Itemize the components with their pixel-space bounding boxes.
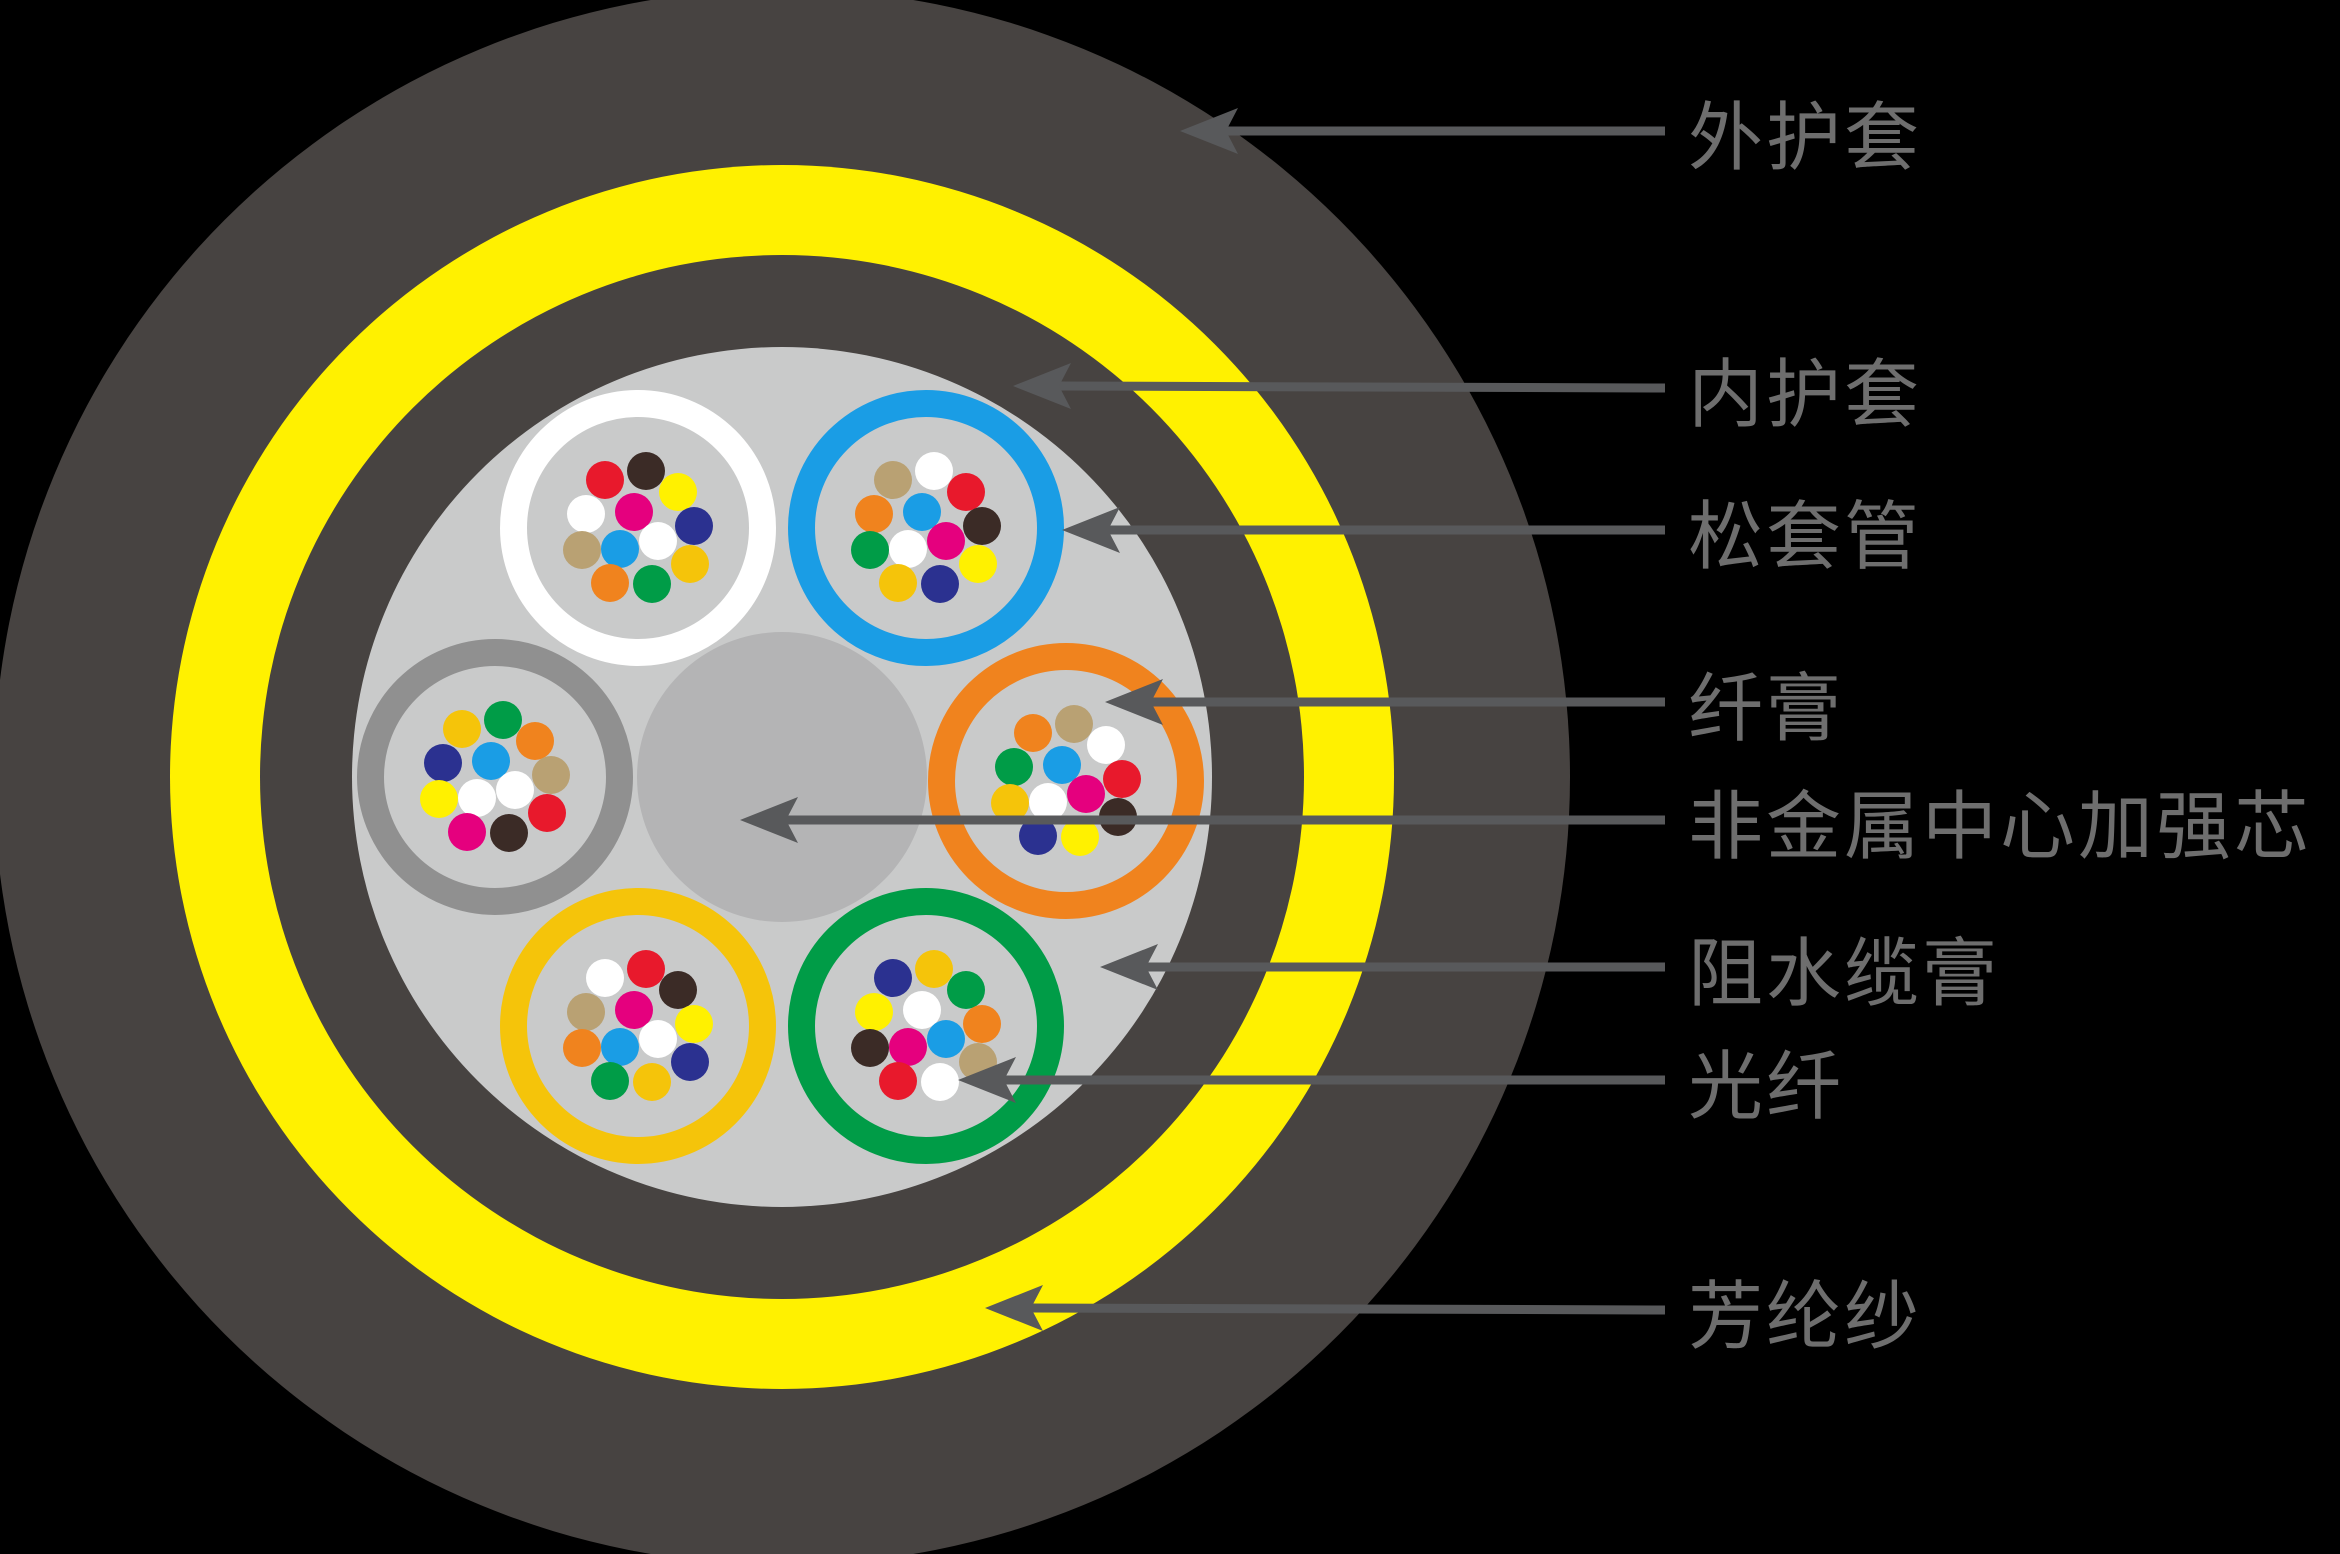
loose-tube-white-fiber-12	[633, 565, 671, 603]
loose-tube-green-fiber-9	[927, 1020, 965, 1058]
loose-tube-blue-fiber-9	[927, 522, 965, 560]
loose-tube-blue-fiber-3	[947, 473, 985, 511]
loose-tube-yellow-fiber-2	[627, 950, 665, 988]
callout-line-aramid-yarn	[1030, 1303, 1666, 1315]
loose-tube-yellow-fiber-5	[615, 991, 653, 1029]
loose-tube-white-fiber-7	[563, 531, 601, 569]
loose-tube-green-fiber-1	[874, 959, 912, 997]
loose-tube-gray-fiber-4	[424, 744, 462, 782]
loose-tube-orange-fiber-11	[1019, 817, 1057, 855]
loose-tube-orange-fiber-2	[1055, 705, 1093, 743]
loose-tube-yellow-fiber-4	[567, 993, 605, 1031]
loose-tube-blue-fiber-11	[879, 564, 917, 602]
loose-tube-gray-fiber-9	[496, 771, 534, 809]
loose-tube-gray-fiber-12	[490, 814, 528, 852]
callout-arrowhead-fiber-gel	[1105, 679, 1163, 725]
callout-line-inner-sheath	[1058, 381, 1666, 393]
loose-tube-orange-fiber-8	[1029, 783, 1067, 821]
loose-tube-white-fiber-10	[671, 545, 709, 583]
loose-tube-white-fiber-8	[601, 530, 639, 568]
loose-tube-orange-fiber-5	[1043, 746, 1081, 784]
callout-arrowhead-optical-fiber	[958, 1057, 1016, 1103]
loose-tube-gray-fiber-7	[420, 780, 458, 818]
loose-tube-white-fiber-1	[586, 461, 624, 499]
callout-arrowhead-loose-tube	[1062, 507, 1120, 553]
loose-tube-gray-fiber-11	[448, 813, 486, 851]
loose-tube-white-fiber-3	[659, 473, 697, 511]
loose-tube-gray-fiber-5	[472, 742, 510, 780]
loose-tube-green-fiber-6	[963, 1005, 1001, 1043]
central-strength-member	[637, 632, 927, 922]
loose-tube-green-fiber-3	[947, 971, 985, 1009]
loose-tube-orange-fiber-3	[1087, 726, 1125, 764]
callout-arrowhead-aramid-yarn	[985, 1285, 1043, 1331]
loose-tube-white-fiber-11	[591, 564, 629, 602]
loose-tube-white-fiber-2	[627, 452, 665, 490]
callout-arrowhead-inner-sheath	[1013, 363, 1071, 409]
loose-tube-green-fiber-11	[879, 1062, 917, 1100]
loose-tube-orange-fiber-12	[1061, 818, 1099, 856]
loose-tube-green-fiber-12	[921, 1063, 959, 1101]
loose-tube-blue-fiber-6	[963, 507, 1001, 545]
loose-tube-blue-fiber-4	[855, 495, 893, 533]
loose-tube-green-fiber-4	[855, 993, 893, 1031]
callout-arrowhead-central-strength-member	[740, 797, 798, 843]
loose-tube-gray-fiber-2	[484, 701, 522, 739]
loose-tube-yellow-fiber-3	[659, 971, 697, 1009]
callout-arrowhead-outer-sheath	[1180, 108, 1238, 154]
callout-arrowhead-water-blocking-gel	[1100, 944, 1158, 990]
loose-tube-gray-fiber-3	[516, 722, 554, 760]
loose-tube-green-fiber-8	[889, 1028, 927, 1066]
loose-tube-yellow-fiber-10	[671, 1043, 709, 1081]
loose-tube-gray-fiber-6	[532, 756, 570, 794]
loose-tube-orange-fiber-6	[1103, 760, 1141, 798]
loose-tube-blue-fiber-7	[851, 531, 889, 569]
loose-tube-blue-fiber-2	[915, 452, 953, 490]
loose-tube-yellow-fiber-7	[563, 1029, 601, 1067]
loose-tube-yellow-fiber-8	[601, 1028, 639, 1066]
loose-tube-blue-fiber-10	[959, 545, 997, 583]
loose-tube-blue-fiber-12	[921, 565, 959, 603]
loose-tube-blue-fiber-1	[874, 461, 912, 499]
loose-tube-gray-fiber-8	[458, 779, 496, 817]
loose-tube-white-fiber-9	[639, 522, 677, 560]
loose-tube-yellow-fiber-6	[675, 1005, 713, 1043]
loose-tube-green-fiber-2	[915, 950, 953, 988]
loose-tube-white-fiber-4	[567, 495, 605, 533]
loose-tube-orange-fiber-9	[1067, 775, 1105, 813]
loose-tube-orange-fiber-7	[991, 784, 1029, 822]
loose-tube-orange-fiber-4	[995, 748, 1033, 786]
loose-tube-blue-fiber-5	[903, 493, 941, 531]
loose-tube-yellow-fiber-11	[591, 1062, 629, 1100]
loose-tube-yellow-fiber-9	[639, 1020, 677, 1058]
loose-tube-yellow-fiber-1	[586, 959, 624, 997]
loose-tube-gray-fiber-10	[528, 794, 566, 832]
loose-tube-white-fiber-6	[675, 507, 713, 545]
loose-tube-green-fiber-7	[851, 1029, 889, 1067]
loose-tube-green-fiber-5	[903, 991, 941, 1029]
loose-tube-yellow-fiber-12	[633, 1063, 671, 1101]
loose-tube-orange-fiber-1	[1014, 714, 1052, 752]
loose-tube-gray-fiber-1	[443, 710, 481, 748]
loose-tube-blue-fiber-8	[889, 530, 927, 568]
loose-tube-white-fiber-5	[615, 493, 653, 531]
